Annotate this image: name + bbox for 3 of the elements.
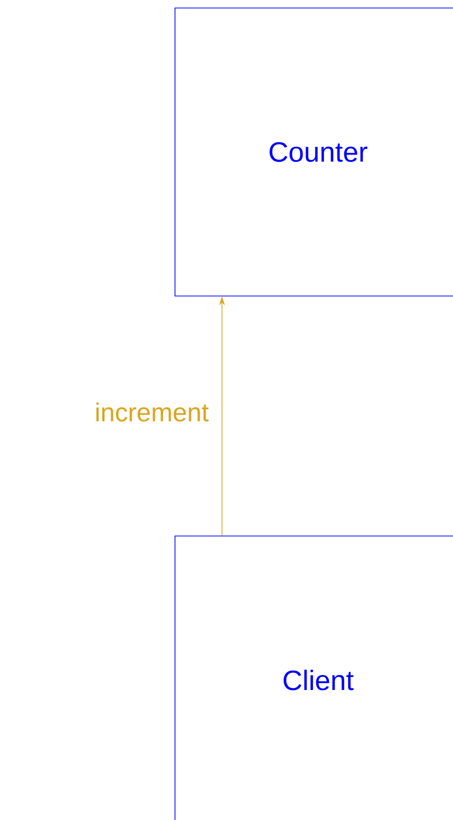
- box: Client: [174, 536, 453, 820]
- box: Counter: [174, 8, 453, 296]
- edge-label: increment: [96, 402, 209, 422]
